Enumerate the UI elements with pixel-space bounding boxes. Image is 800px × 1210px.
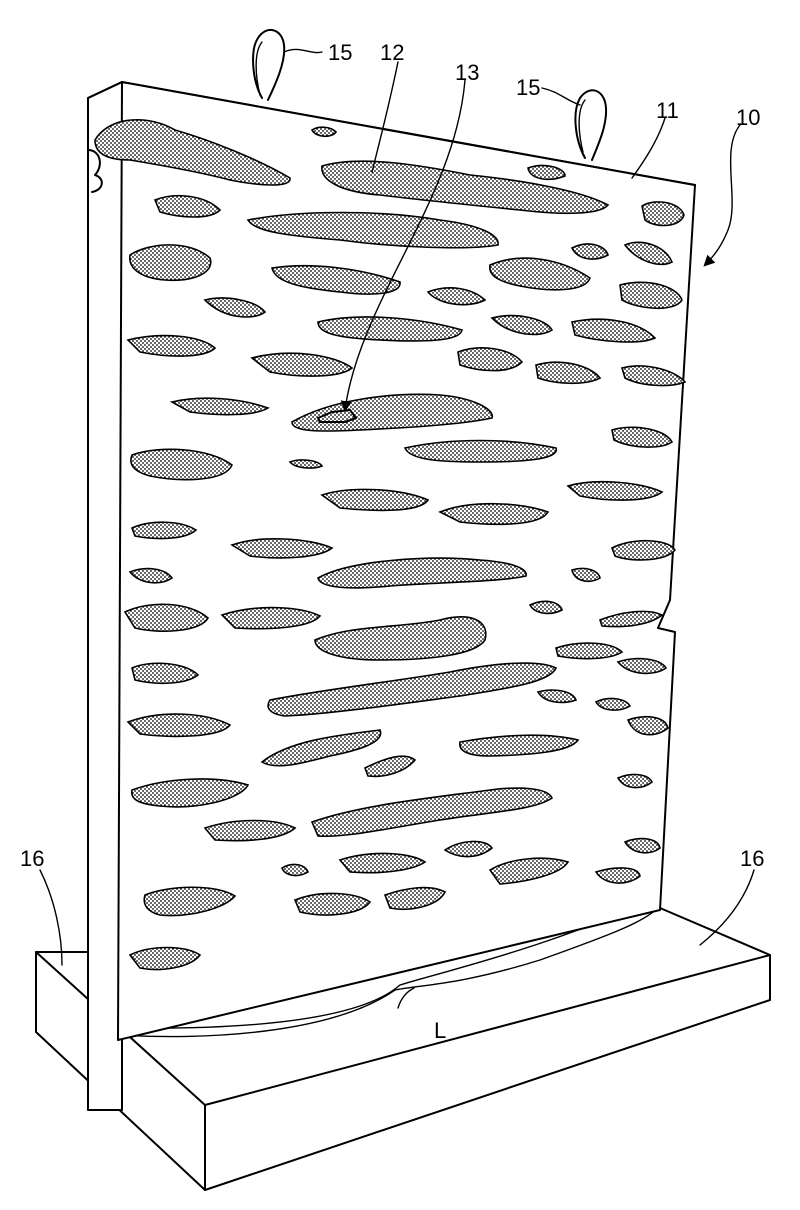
aggregate-blob [611, 539, 676, 561]
aggregate-blob [203, 819, 297, 842]
aggregate-blob [403, 439, 557, 463]
aggregate-blob [320, 488, 430, 512]
aggregate-blob [594, 867, 641, 884]
aggregate-blob [123, 603, 210, 632]
leader-L [397, 987, 415, 1009]
aggregate-blob [570, 243, 609, 260]
label-16-left: 16 [20, 846, 44, 871]
aggregate-blob [169, 397, 270, 416]
aggregate-blob [555, 642, 624, 660]
aggregate-blob [131, 662, 200, 685]
aggregate-blob [128, 946, 202, 971]
aggregate-blob [426, 287, 487, 306]
leader-13 [340, 79, 466, 413]
void-outline [317, 409, 357, 423]
base-slab-fillet-2 [117, 894, 661, 1029]
aggregate-blob [438, 502, 550, 526]
aggregate-blob [250, 352, 354, 377]
aggregate-blob [131, 778, 250, 808]
label-10: 10 [736, 105, 760, 130]
panel-edge [87, 81, 123, 1111]
aggregate-blob [94, 119, 291, 186]
aggregate-blob [443, 840, 494, 858]
aggregate-blob [623, 241, 674, 266]
lift-loop-right [574, 89, 608, 161]
aggregate-blob [143, 886, 237, 917]
aggregate-blob [317, 316, 463, 342]
aggregate-blob [383, 886, 447, 911]
leader-15-left [283, 48, 323, 54]
aggregate-blob [536, 689, 578, 704]
leader-12 [371, 61, 399, 173]
aggregate-blob [571, 318, 657, 343]
aggregate-blob [260, 729, 382, 767]
aggregate-blob [310, 126, 338, 138]
lift-loop-left [252, 29, 286, 101]
label-13: 13 [455, 60, 479, 85]
aggregate-blob [271, 264, 401, 295]
aggregate-blob [566, 480, 664, 501]
aggregate-blob [129, 244, 212, 282]
leader-10 [703, 124, 741, 267]
panel-top-side [87, 81, 123, 99]
aggregate-blob [126, 713, 232, 738]
label-11: 11 [656, 98, 679, 123]
aggregate-blob [310, 787, 553, 838]
aggregate-blob [126, 334, 217, 357]
leader-15-right [541, 87, 581, 106]
aggregate-blob [599, 610, 664, 628]
aggregate-blob [611, 426, 674, 448]
aggregate-blob [288, 459, 324, 469]
aggregate-blob [623, 837, 661, 854]
aggregate-blob [321, 160, 610, 215]
aggregate-blob [293, 892, 372, 916]
panel-edge-face [87, 81, 123, 1111]
label-L: L [434, 1018, 446, 1043]
aggregate-blob [267, 662, 558, 717]
aggregate-blob [230, 538, 334, 559]
aggregate-blob [616, 657, 668, 675]
aggregate-blob [620, 365, 687, 387]
aggregate-blob [488, 857, 570, 885]
aggregate-blob [314, 616, 487, 661]
aggregate-blob [490, 314, 554, 336]
aggregate-blob [594, 697, 632, 711]
aggregate-blob [527, 164, 566, 181]
panel-edge-notch [87, 149, 103, 193]
aggregate-blob [619, 281, 683, 310]
leader-16-right [699, 869, 755, 946]
label-16-right: 16 [740, 846, 764, 871]
leader-16-left [39, 869, 63, 966]
aggregate-blob [571, 567, 601, 583]
aggregate-blob [535, 361, 602, 385]
label-15-right: 15 [516, 75, 540, 100]
leader-lines [39, 48, 755, 1009]
aggregate-blob [626, 715, 669, 736]
aggregate-blob [528, 600, 563, 615]
aggregate-blob [457, 347, 524, 372]
label-15-left: 15 [328, 40, 352, 65]
aggregate-blob [459, 734, 580, 757]
aggregate-blob [203, 297, 267, 318]
aggregate-blob [363, 755, 417, 778]
aggregate-blob [338, 852, 427, 874]
aggregate-blob [317, 557, 527, 589]
reference-labels: 15 12 13 15 11 10 16 16 L [20, 40, 764, 1043]
aggregate-blob [489, 257, 591, 291]
aggregate-blob [153, 194, 222, 218]
aggregate-blob [246, 211, 499, 249]
aggregate-blob [130, 521, 198, 540]
aggregate-blob [616, 773, 654, 789]
leader-11 [631, 117, 666, 179]
label-12: 12 [380, 40, 404, 65]
base-slab-fillet [119, 904, 661, 1038]
aggregate-blob [281, 863, 309, 877]
aggregate-blob [641, 201, 685, 227]
aggregate-blob [128, 567, 174, 584]
aggregate-blob [220, 606, 322, 630]
panel-top-edge [121, 81, 696, 186]
aggregate-blob [130, 448, 233, 481]
aggregate-texture [94, 119, 687, 971]
